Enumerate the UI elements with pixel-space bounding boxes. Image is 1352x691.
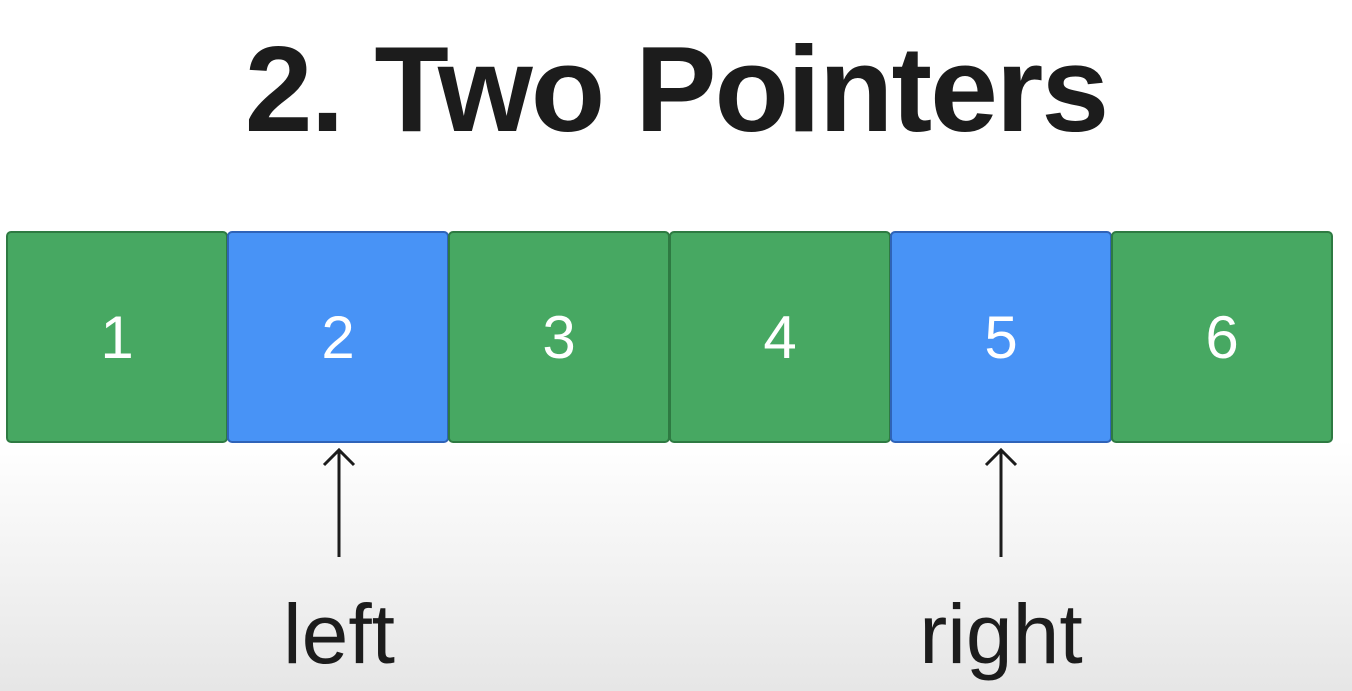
array-cell-3: 3: [448, 231, 670, 443]
array-cell-2: 2: [227, 231, 449, 443]
left-pointer: left: [239, 447, 439, 679]
right-pointer-label: right: [919, 587, 1083, 681]
array-cell-4: 4: [669, 231, 891, 443]
cell-value: 6: [1205, 303, 1239, 371]
page-title: 2. Two Pointers: [244, 21, 1110, 157]
right-pointer: right: [901, 447, 1101, 679]
cell-value: 4: [763, 303, 797, 371]
array: 1 2 3 4 5 6: [6, 231, 1334, 443]
array-cell-5: 5: [890, 231, 1112, 443]
cell-value: 3: [542, 303, 576, 371]
cell-value: 1: [100, 303, 134, 371]
array-cell-6: 6: [1111, 231, 1333, 443]
up-arrow-icon: [984, 447, 1018, 557]
cell-value: 2: [321, 303, 355, 371]
left-pointer-label: left: [282, 587, 396, 681]
up-arrow-icon: [322, 447, 356, 557]
array-cell-1: 1: [6, 231, 228, 443]
cell-value: 5: [984, 303, 1018, 371]
